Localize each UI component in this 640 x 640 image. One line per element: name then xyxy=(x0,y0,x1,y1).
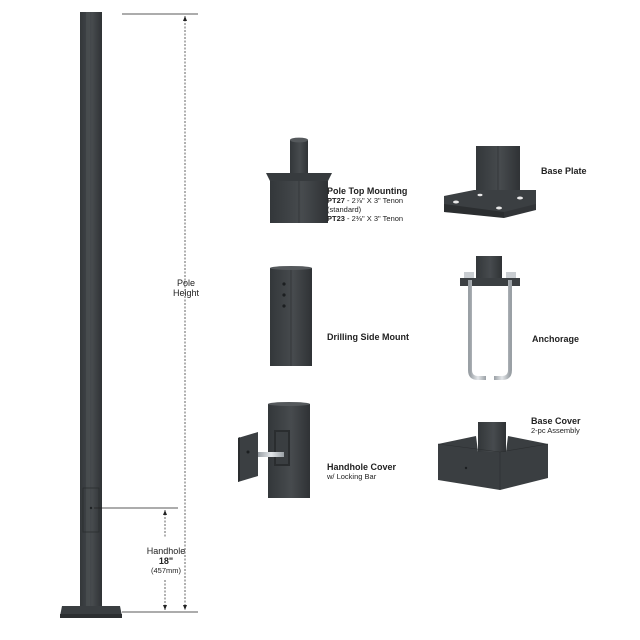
drilling-side-mount-label: Drilling Side Mount xyxy=(327,332,409,342)
base-plate-title: Base Plate xyxy=(541,166,587,176)
handhole-label: Handhole 18" (457mm) xyxy=(136,546,196,575)
pole-height-dimension xyxy=(122,13,198,613)
pole-height-label: Pole Height xyxy=(160,278,212,298)
drilling-title: Drilling Side Mount xyxy=(327,332,409,342)
base-cover-label: Base Cover 2-pc Assembly xyxy=(531,416,581,435)
anchorage-title: Anchorage xyxy=(532,334,580,344)
handhole-dimension xyxy=(94,507,178,610)
pole-top-title: Pole Top Mounting xyxy=(327,186,408,196)
pole-top-mounting-label: Pole Top Mounting PT27 - 2⅞" X 3" Tenon … xyxy=(327,186,407,223)
handhole-opening xyxy=(82,487,100,533)
handhole-cover-subtitle: w/ Locking Bar xyxy=(327,472,377,481)
handhole-mm: (457mm) xyxy=(150,566,181,575)
pt27-code: PT27 xyxy=(327,196,345,205)
main-pole xyxy=(60,12,122,618)
base-plate-label: Base Plate xyxy=(541,166,587,176)
pole-height-label-line2: Height xyxy=(172,288,199,298)
base-cover-subtitle: 2-pc Assembly xyxy=(531,426,580,435)
handhole-cover-label: Handhole Cover w/ Locking Bar xyxy=(327,462,396,481)
pt27-desc: - 2⅞" X 3" Tenon xyxy=(344,196,404,205)
drilling-side-mount-part xyxy=(270,266,312,366)
pole-base-plate xyxy=(60,606,122,616)
handhole-cover-part xyxy=(238,402,310,498)
pole-height-label-line1: Pole xyxy=(176,278,195,288)
handhole-cover-title: Handhole Cover xyxy=(327,462,397,472)
pt23-desc: - 2⅜" X 3" Tenon xyxy=(344,214,404,223)
base-plate-part xyxy=(444,146,536,218)
base-cover-part xyxy=(437,422,549,490)
pole-top-tenon xyxy=(266,137,332,223)
anchorage-part xyxy=(460,256,520,380)
handhole-size: 18" xyxy=(158,556,174,566)
handhole-title: Handhole xyxy=(146,546,186,556)
pt27-note: (standard) xyxy=(327,205,362,214)
anchorage-label: Anchorage xyxy=(532,334,579,344)
pt23-code: PT23 xyxy=(327,214,345,223)
base-cover-title: Base Cover xyxy=(531,416,581,426)
